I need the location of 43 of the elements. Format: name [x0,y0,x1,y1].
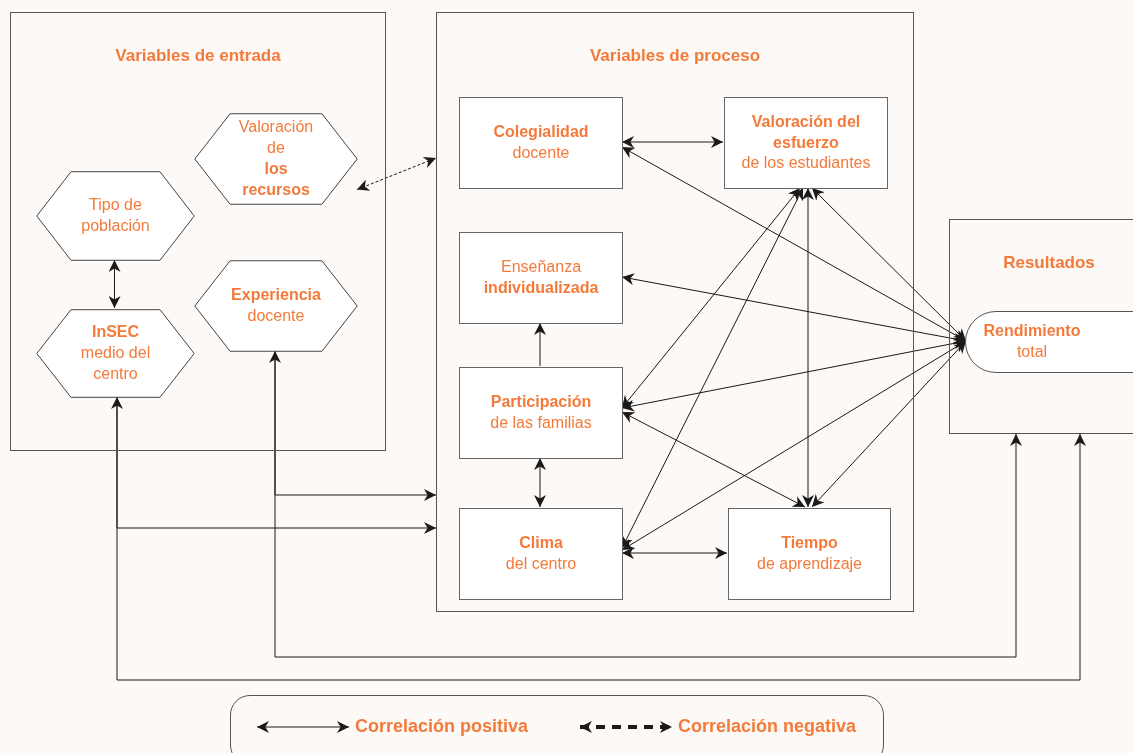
panel [949,219,1133,434]
node-label: InSEC medio del centro [79,322,152,384]
node-label: Colegialidad docente [493,122,589,163]
hexagon-node [194,260,358,352]
arrow [534,322,546,367]
node-label: Clima del centro [505,533,577,574]
arrow [111,396,1086,681]
arrow [621,187,804,549]
legend-label: Correlación positiva [355,715,529,738]
arrow [621,411,806,508]
arrow [802,187,814,508]
arrow [534,457,546,508]
arrow [621,136,724,148]
arrow [621,187,801,409]
panel [436,12,914,612]
node-label: Tiempo de aprendizaje [757,533,862,574]
process-box [724,97,888,189]
hexagon-node [36,171,195,261]
process-box [459,97,623,189]
arrow [269,350,1022,658]
process-box [459,232,623,324]
node-label: Participación de las familias [490,392,592,433]
arrow [356,156,437,191]
panel-title: Variables de entrada [115,45,281,67]
node-label: Rendimiento total [982,321,1082,362]
arrow [621,337,967,412]
legend-label: Correlación negativa [678,715,857,738]
hexagon-node [194,113,358,205]
arrow [621,547,728,559]
node-label: Valoración del esfuerzo de los estudiantes [740,111,872,174]
process-box [728,508,891,600]
rounded-node [965,311,1133,373]
node-label: Experiencia docente [231,285,321,326]
process-box [459,508,623,600]
node-label: Enseñanza individualizada [483,257,599,298]
arrow [108,259,121,309]
hexagon-node [36,309,195,398]
process-box [459,367,623,459]
panel [10,12,386,451]
panel-title: Resultados [1003,252,1095,274]
node-label: Tipo de población [80,195,151,236]
panel-title: Variables de proceso [589,45,761,67]
node-label: Valoración de los recursos [237,117,315,200]
